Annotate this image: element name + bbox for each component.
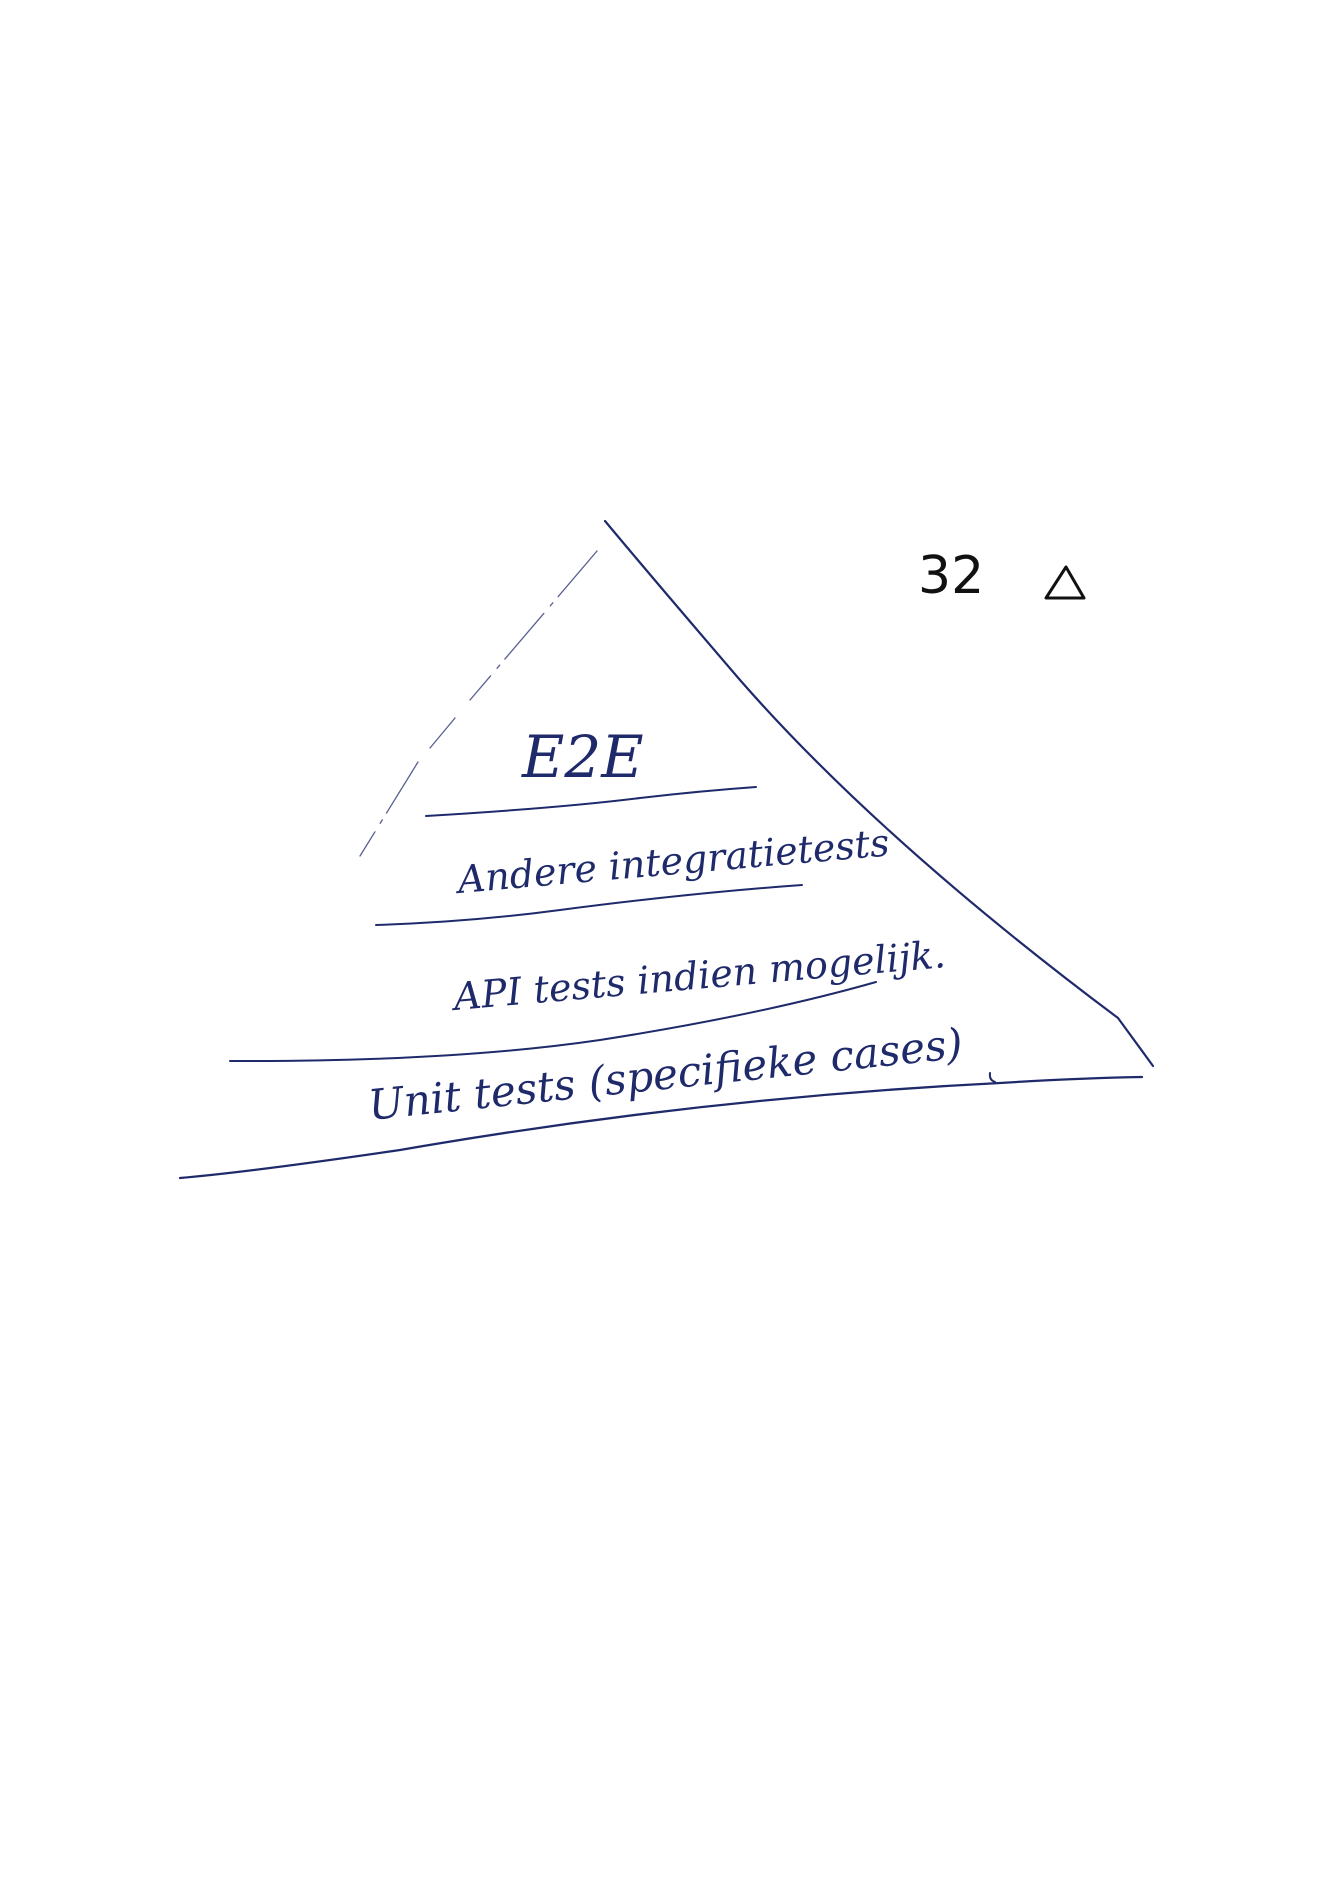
- layer-label-integration-tests: Andere integratietests: [453, 820, 891, 902]
- pyramid-right-edge: [603, 519, 1155, 1068]
- pyramid-outline: [178, 519, 1155, 1180]
- page-marker: 32: [918, 546, 1086, 606]
- pyramid-base-line: [178, 1075, 1144, 1180]
- layer-label-unit-tests: Unit tests (specifieke cases): [366, 1019, 965, 1130]
- pyramid-left-edge: [359, 550, 598, 857]
- divider-line-3: [229, 981, 877, 1063]
- layer-label-api-tests: API tests indien mogelijk.: [449, 932, 947, 1019]
- page-number: 32: [918, 546, 984, 606]
- divider-line-1: [425, 786, 757, 817]
- divider-line-2: [375, 884, 803, 926]
- layer-dividers: [229, 786, 877, 1063]
- layer-labels: E2E Andere integratietests API tests ind…: [366, 723, 965, 1130]
- layer-label-e2e: E2E: [521, 723, 644, 791]
- pyramid-corner-tick: [988, 1072, 996, 1083]
- triangle-icon: [1044, 565, 1086, 600]
